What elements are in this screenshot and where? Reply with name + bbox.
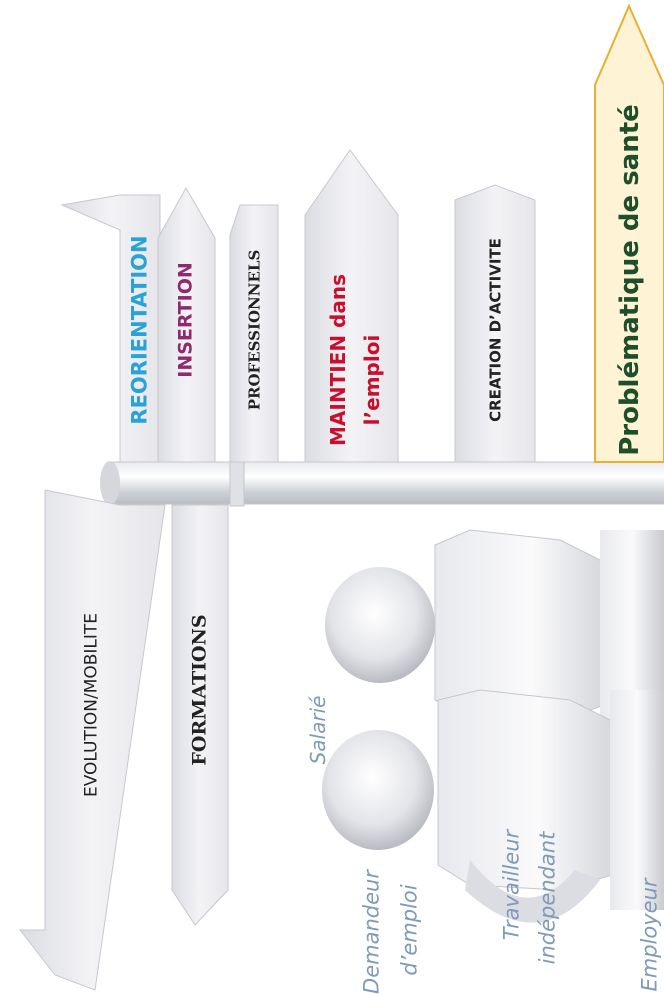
- label-creation: CREATION D’ACTIVITE: [489, 238, 504, 422]
- label-evolution: EVOLUTION/MOBILITE: [84, 613, 101, 797]
- label-salarie: Salarié: [308, 696, 328, 765]
- label-maintien-rest: dans: [326, 274, 350, 335]
- label-travailleur-1: Travailleur: [502, 830, 523, 940]
- label-probleme: Problématique de santé: [617, 104, 643, 456]
- pole-cap: [100, 461, 120, 505]
- label-maintien-line2: l’emploi: [362, 335, 382, 426]
- label-insertion: INSERTION: [177, 262, 196, 378]
- label-professionnels: PROFESSIONNELS: [248, 250, 263, 411]
- sign-maintien: [305, 150, 398, 462]
- label-maintien-highlight: MAINTIEN: [326, 335, 350, 446]
- label-maintien: MAINTIEN dans: [328, 274, 348, 446]
- pole-collar: [230, 460, 244, 506]
- label-employeur: Employeur: [640, 878, 661, 991]
- label-formations: FORMATIONS: [191, 614, 210, 765]
- label-demandeur-2: d’emploi: [400, 884, 421, 975]
- label-demandeur-1: Demandeur: [362, 870, 383, 994]
- signpost-pole: [105, 462, 664, 504]
- label-reorientation: REORIENTATION: [130, 235, 151, 424]
- label-travailleur-2: indépendant: [538, 832, 559, 965]
